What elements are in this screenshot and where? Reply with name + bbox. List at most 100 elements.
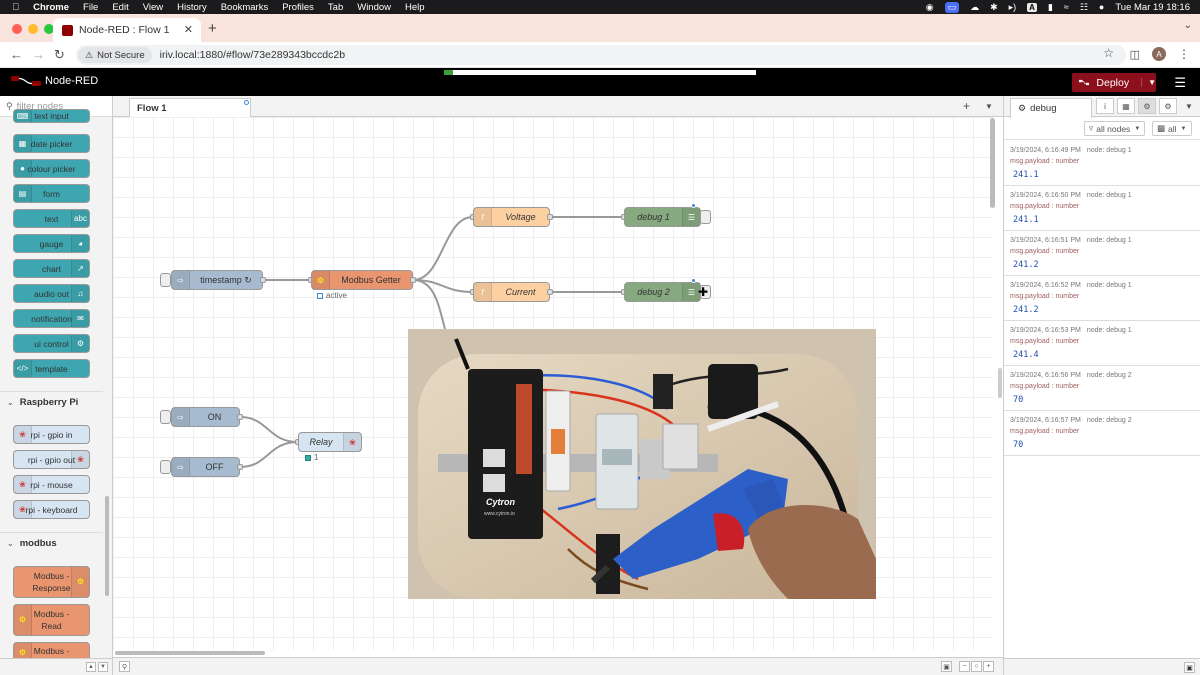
close-tab-icon[interactable]: ✕ <box>183 24 193 36</box>
minimize-window-button[interactable] <box>28 24 38 34</box>
info-icon[interactable]: i <box>1096 98 1114 114</box>
inject-trigger-button[interactable] <box>160 460 171 474</box>
palette-node-colour-picker[interactable]: ●colour picker <box>13 159 90 178</box>
debug-message-node[interactable]: node: debug 2 <box>1086 372 1132 379</box>
screen-share-icon[interactable]: ▭ <box>944 1 960 13</box>
tab-search-chevron-icon[interactable]: ⌄ <box>1183 20 1192 31</box>
reload-icon[interactable]: ↻ <box>54 47 65 62</box>
output-port[interactable] <box>410 277 416 283</box>
debug-message-value[interactable]: 241.4 <box>1013 350 1039 360</box>
bluetooth-icon[interactable]: ✱ <box>990 1 998 12</box>
palette-node-template[interactable]: </>template <box>13 359 90 378</box>
input-source-indicator[interactable]: A <box>1027 2 1037 12</box>
flow-node-off[interactable]: ⇨ OFF <box>171 457 240 477</box>
wifi-icon[interactable]: ≈ <box>1063 2 1069 12</box>
canvas-horizontal-scrollbar[interactable] <box>115 651 265 655</box>
inject-trigger-button[interactable] <box>160 410 171 424</box>
menu-history[interactable]: History <box>170 1 207 13</box>
debug-message-node[interactable]: node: debug 1 <box>1086 192 1132 199</box>
palette-node-rpi-keyboard[interactable]: ❀rpi - keyboard <box>13 500 90 519</box>
zoom-window-button[interactable] <box>44 24 54 34</box>
forward-arrow-icon[interactable]: → <box>32 47 45 62</box>
debug-message-node[interactable]: node: debug 1 <box>1086 327 1132 334</box>
bookmark-star-icon[interactable]: ☆ <box>1103 46 1114 60</box>
palette-node-rpi-mouse[interactable]: ❀rpi - mouse <box>13 475 90 494</box>
popout-icon[interactable]: ▣ <box>1184 662 1195 673</box>
output-port[interactable] <box>547 214 553 220</box>
menu-window[interactable]: Window <box>350 1 391 13</box>
debug-2-toggle-button[interactable] <box>700 285 711 299</box>
palette-node-form[interactable]: ▤form <box>13 184 90 203</box>
browser-tab-node-red[interactable]: Node-RED : Flow 1 ✕ <box>53 18 201 42</box>
search-flows-icon[interactable]: ⚲ <box>119 661 130 672</box>
canvas-vertical-scrollbar[interactable] <box>990 118 995 208</box>
add-flow-icon[interactable]: + <box>963 99 971 113</box>
new-tab-icon[interactable]: + <box>208 20 217 37</box>
expand-all-icon[interactable]: ▼ <box>98 662 108 672</box>
wire-modbus-to-voltage[interactable] <box>412 216 474 281</box>
debug-message-value[interactable]: 241.2 <box>1013 305 1039 315</box>
inject-trigger-button[interactable] <box>160 273 171 287</box>
main-menu-icon[interactable]: ☰ <box>1174 75 1186 90</box>
menu-tab[interactable]: Tab <box>320 1 343 13</box>
flow-node-current[interactable]: f Current <box>473 282 550 302</box>
back-arrow-icon[interactable]: ← <box>10 47 23 62</box>
debug-bug-icon[interactable]: ⚙ <box>1138 98 1156 114</box>
collapse-all-icon[interactable]: ▲ <box>86 662 96 672</box>
output-port[interactable] <box>547 289 553 295</box>
flow-node-debug-2[interactable]: debug 2 ☰ <box>624 282 701 302</box>
output-port[interactable] <box>260 277 266 283</box>
debug-message-value[interactable]: 241.1 <box>1013 215 1039 225</box>
zoom-reset-icon[interactable]: ○ <box>971 661 982 672</box>
zoom-out-icon[interactable]: − <box>959 661 970 672</box>
menu-profiles[interactable]: Profiles <box>275 1 314 13</box>
debug-message-value[interactable]: 241.1 <box>1013 170 1039 180</box>
navigator-icon[interactable]: ▣ <box>941 661 952 672</box>
debug-message-value[interactable]: 70 <box>1013 395 1024 405</box>
menu-view[interactable]: View <box>135 1 163 13</box>
deploy-dropdown-chevron-icon[interactable]: ▼ <box>1141 78 1156 87</box>
volume-icon[interactable]: ▸) <box>1008 1 1017 12</box>
side-panel-icon[interactable]: ◫ <box>1129 48 1140 61</box>
menu-edit[interactable]: Edit <box>105 1 128 13</box>
palette-node-rpi-gpio-out[interactable]: rpi - gpio out❀ <box>13 450 90 469</box>
flow-node-modbus-getter[interactable]: ⚙ Modbus Getter <box>311 270 413 290</box>
sidebar-resize-handle[interactable] <box>998 368 1002 398</box>
control-center-icon[interactable]: ☷ <box>1079 1 1088 12</box>
output-port[interactable] <box>237 414 243 420</box>
headphones-icon[interactable]: ◉ <box>925 1 934 12</box>
palette-node-text-input[interactable]: ⌨text input <box>13 109 90 123</box>
help-book-icon[interactable]: ▦ <box>1117 98 1135 114</box>
menu-help[interactable]: Help <box>397 1 425 13</box>
tab-flow-1[interactable]: Flow 1 <box>129 98 251 118</box>
settings-gear-icon[interactable]: ⚙ <box>1159 98 1177 114</box>
flow-node-debug-1[interactable]: debug 1 ☰ <box>624 207 701 227</box>
cloud-icon[interactable]: ☁ <box>970 1 980 12</box>
flow-node-relay[interactable]: Relay ❀ <box>298 432 362 452</box>
palette-scrollbar[interactable] <box>105 496 109 596</box>
debug-message-node[interactable]: node: debug 2 <box>1086 417 1132 424</box>
palette-category-raspberry-pi[interactable]: ⌄ Raspberry Pi <box>0 391 103 413</box>
apple-icon[interactable]:  <box>12 2 19 13</box>
address-bar[interactable]: ⚠ Not Secure iriv.local:1880/#flow/73e28… <box>76 45 1126 65</box>
palette-node-modbus-response[interactable]: Modbus - Response ⚙ <box>13 566 90 598</box>
profile-avatar[interactable]: A <box>1152 47 1166 61</box>
palette-node-chart[interactable]: chart↗ <box>13 259 90 278</box>
debug-message-node[interactable]: node: debug 1 <box>1086 237 1132 244</box>
palette-node-date-picker[interactable]: ▦date picker <box>13 134 90 153</box>
palette-category-modbus[interactable]: ⌄ modbus <box>0 532 103 554</box>
palette-node-rpi-gpio-in[interactable]: ❀rpi - gpio in <box>13 425 90 444</box>
browser-menu-icon[interactable]: ⋮ <box>1178 47 1190 61</box>
palette-node-audio-out[interactable]: audio out♫ <box>13 284 90 303</box>
palette-node-gauge[interactable]: gauge◕ <box>13 234 90 253</box>
wire-on-to-relay[interactable] <box>239 416 299 443</box>
menu-bookmarks[interactable]: Bookmarks <box>213 1 269 13</box>
debug-message-value[interactable]: 241.2 <box>1013 260 1039 270</box>
siri-icon[interactable]: ● <box>1098 2 1105 12</box>
